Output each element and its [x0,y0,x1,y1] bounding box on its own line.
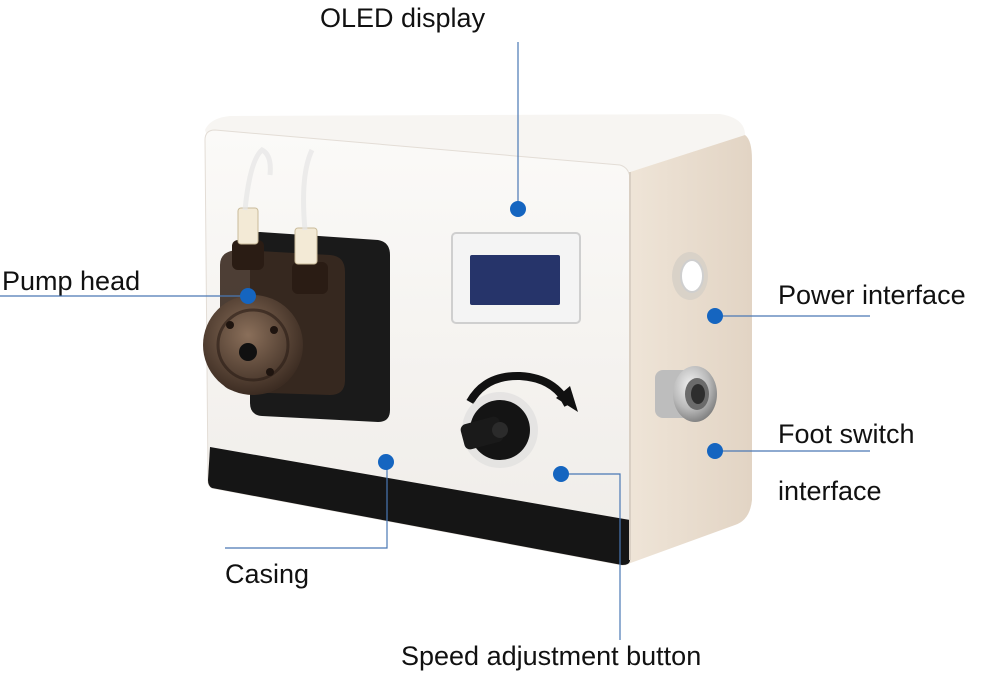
foot-switch-connector [655,366,717,422]
label-speed-adjustment: Speed adjustment button [401,641,702,671]
label-power-interface: Power interface [778,280,966,310]
speed-knob [460,371,578,468]
label-casing: Casing [225,559,310,589]
tube-fitting-right [294,227,318,265]
oled-screen [470,255,560,305]
casing-side [625,135,752,565]
tube-fitting-left [237,207,259,245]
label-pump-head: Pump head [2,266,141,296]
power-port [672,252,708,300]
base-band [208,447,630,565]
marker-oled [510,201,526,217]
label-foot-switch-line1: Foot switch [778,419,915,449]
pump-head [203,147,390,422]
marker-speed [553,466,569,482]
marker-foot-switch [707,443,723,459]
marker-power [707,308,723,324]
oled-display [451,232,581,324]
leader-lines [0,42,870,640]
marker-casing [378,454,394,470]
leader-speed [562,473,621,640]
label-foot-switch-line2: interface [778,476,882,506]
leader-casing [225,462,388,549]
callout-markers [240,201,723,482]
rotation-arrow [466,371,572,407]
marker-pump-head [240,288,256,304]
label-oled-display: OLED display [320,3,486,33]
